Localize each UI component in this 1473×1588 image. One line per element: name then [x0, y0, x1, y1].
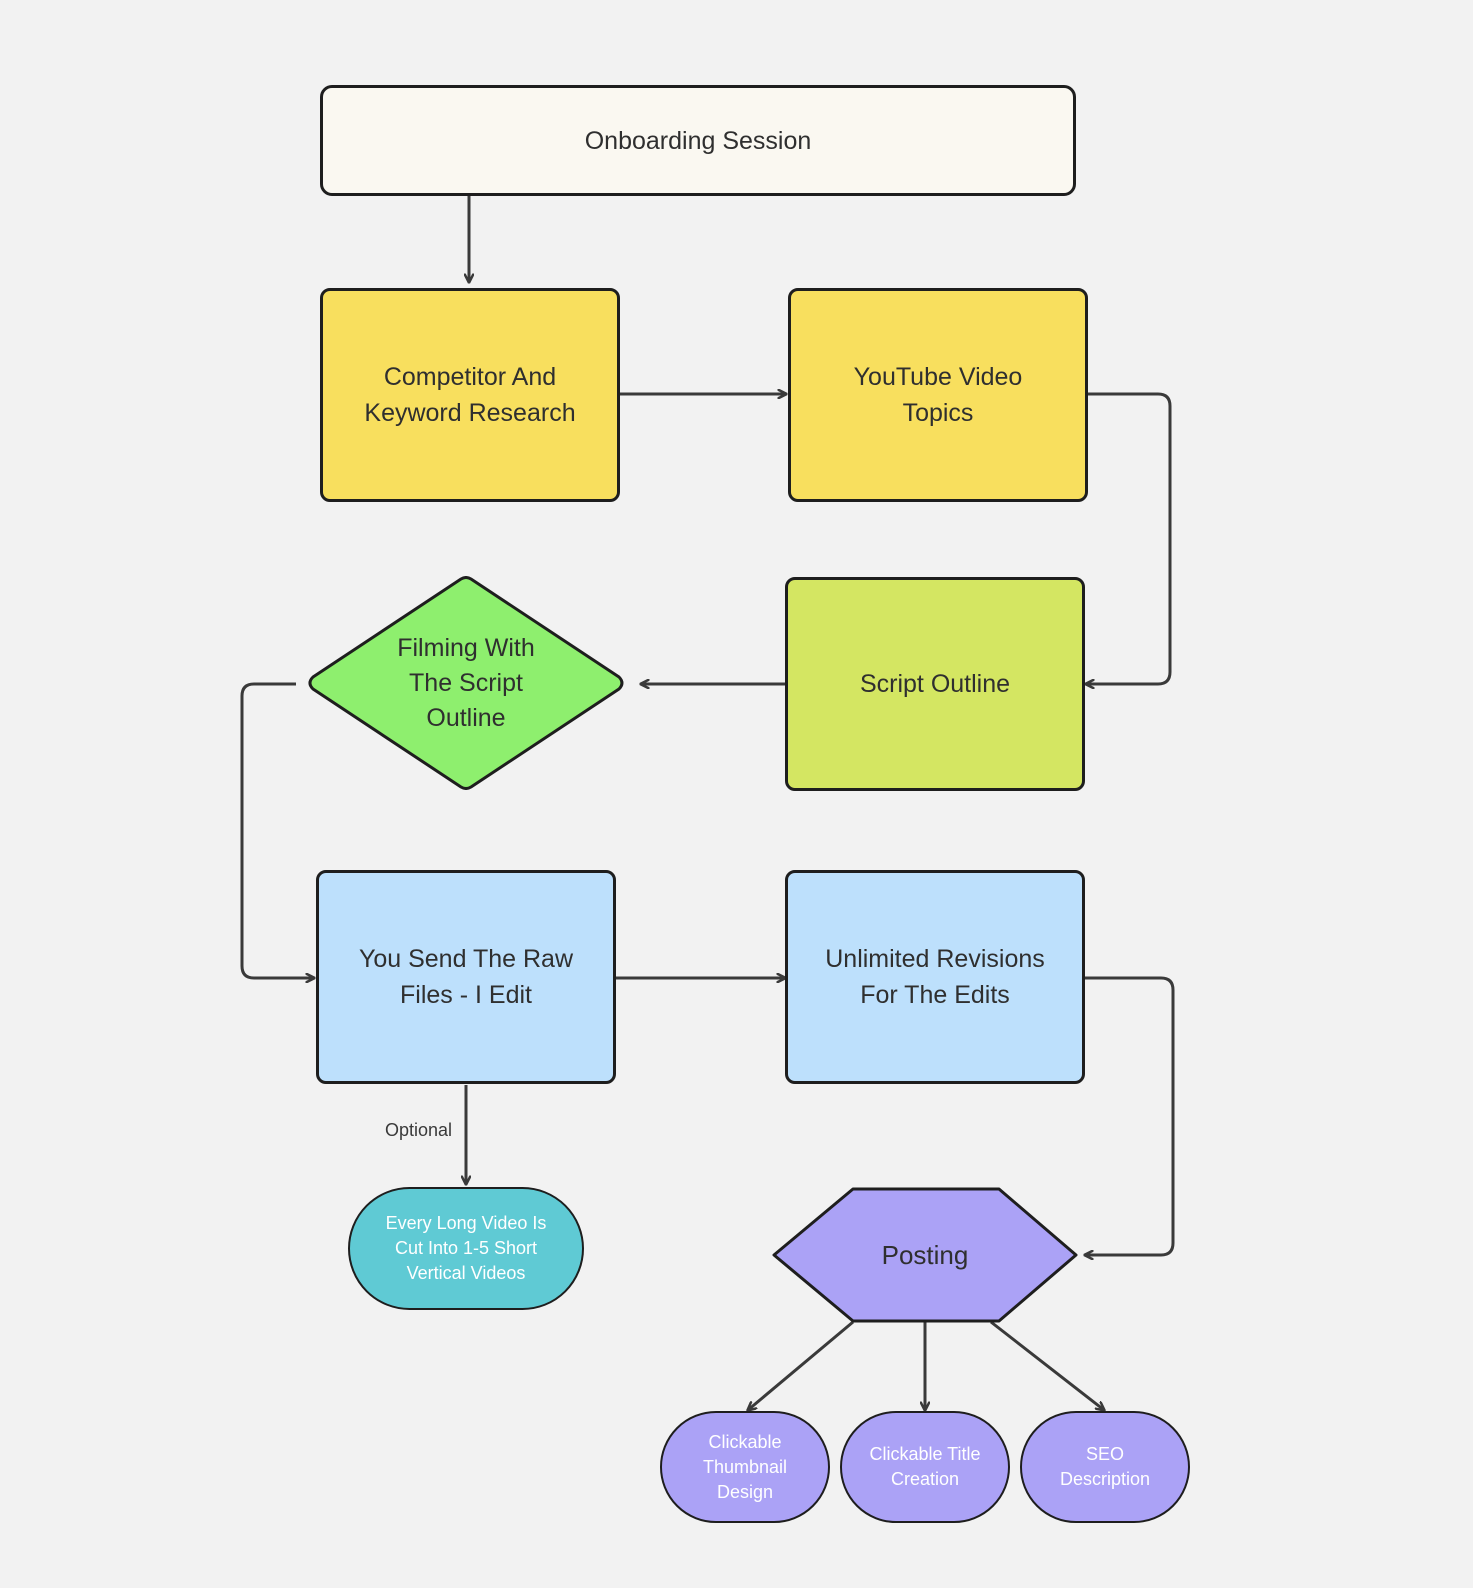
node-title-creation[interactable]: Clickable Title Creation: [840, 1411, 1010, 1523]
edge-posting-thumbnail: [748, 1320, 854, 1410]
posting-label: Posting: [881, 1239, 969, 1270]
node-unlimited-revisions[interactable]: Unlimited Revisions For The Edits: [785, 870, 1085, 1084]
node-raw-files-edit[interactable]: You Send The Raw Files - I Edit: [316, 870, 616, 1084]
hexagon-shape: [772, 1187, 1078, 1323]
node-posting[interactable]: Posting: [771, 1187, 1079, 1323]
node-script-outline[interactable]: Script Outline: [785, 577, 1085, 791]
diamond-shape: [308, 576, 624, 790]
edge-filming-rawfiles: [240, 682, 314, 978]
node-youtube-video-topics[interactable]: YouTube Video Topics: [788, 288, 1088, 502]
node-filming-with-script-outline[interactable]: Filming With The Script Outline: [306, 576, 626, 790]
node-onboarding-session[interactable]: Onboarding Session: [320, 85, 1076, 196]
filming-label: Filming With The Script Outline: [397, 633, 535, 732]
node-thumbnail-design[interactable]: Clickable Thumbnail Design: [660, 1411, 830, 1523]
edge-topics-script: [1086, 392, 1172, 684]
node-seo-description[interactable]: SEO Description: [1020, 1411, 1190, 1523]
edge-label-optional: Optional: [385, 1120, 453, 1140]
edge-revisions-posting: [1084, 976, 1175, 1255]
edge-posting-seo: [990, 1320, 1104, 1410]
node-competitor-keyword-research[interactable]: Competitor And Keyword Research: [320, 288, 620, 502]
node-short-vertical-videos[interactable]: Every Long Video Is Cut Into 1-5 Short V…: [348, 1187, 584, 1310]
